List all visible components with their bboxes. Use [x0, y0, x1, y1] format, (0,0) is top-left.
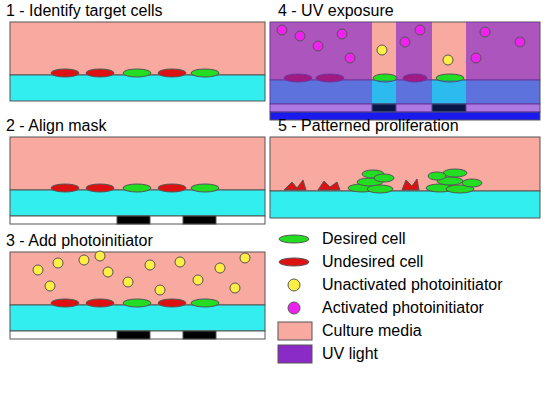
legend-swatch [288, 279, 300, 291]
legend-swatch [279, 258, 309, 266]
legend-entry: Culture media [276, 320, 376, 342]
panel-title: 4 - UV exposure [278, 2, 394, 20]
legend-swatch-box [276, 343, 316, 365]
legend-text: UV light [322, 345, 378, 363]
legend-entry: Activated photoinitiator [276, 297, 438, 319]
legend-swatch-box [276, 297, 316, 319]
legend-text: Culture media [322, 322, 422, 340]
legend-swatch-box [276, 274, 316, 296]
legend-entry: Desired cell [276, 228, 360, 250]
legend-swatch [278, 345, 312, 363]
legend-swatch-box [276, 251, 316, 273]
legend-text: Desired cell [322, 230, 406, 248]
legend-entry: Unactivated photoinitiator [276, 274, 457, 296]
panel-title: 5 - Patterned proliferation [278, 117, 459, 135]
legend-text: Undesired cell [322, 253, 423, 271]
legend-swatch [279, 235, 309, 243]
legend-swatch [288, 302, 300, 314]
panel-title: 3 - Add photoinitiator [6, 232, 153, 250]
panel-title: 1 - Identify target cells [6, 2, 163, 20]
legend-swatch-box [276, 320, 316, 342]
panel-title: 2 - Align mask [6, 117, 106, 135]
legend-entry: Undesired cell [276, 251, 377, 273]
legend-entry: UV light [276, 343, 332, 365]
legend-text: Activated photoinitiator [322, 299, 484, 317]
legend-text: Unactivated photoinitiator [322, 276, 503, 294]
legend-swatch-box [276, 228, 316, 250]
legend-swatch [278, 322, 312, 340]
